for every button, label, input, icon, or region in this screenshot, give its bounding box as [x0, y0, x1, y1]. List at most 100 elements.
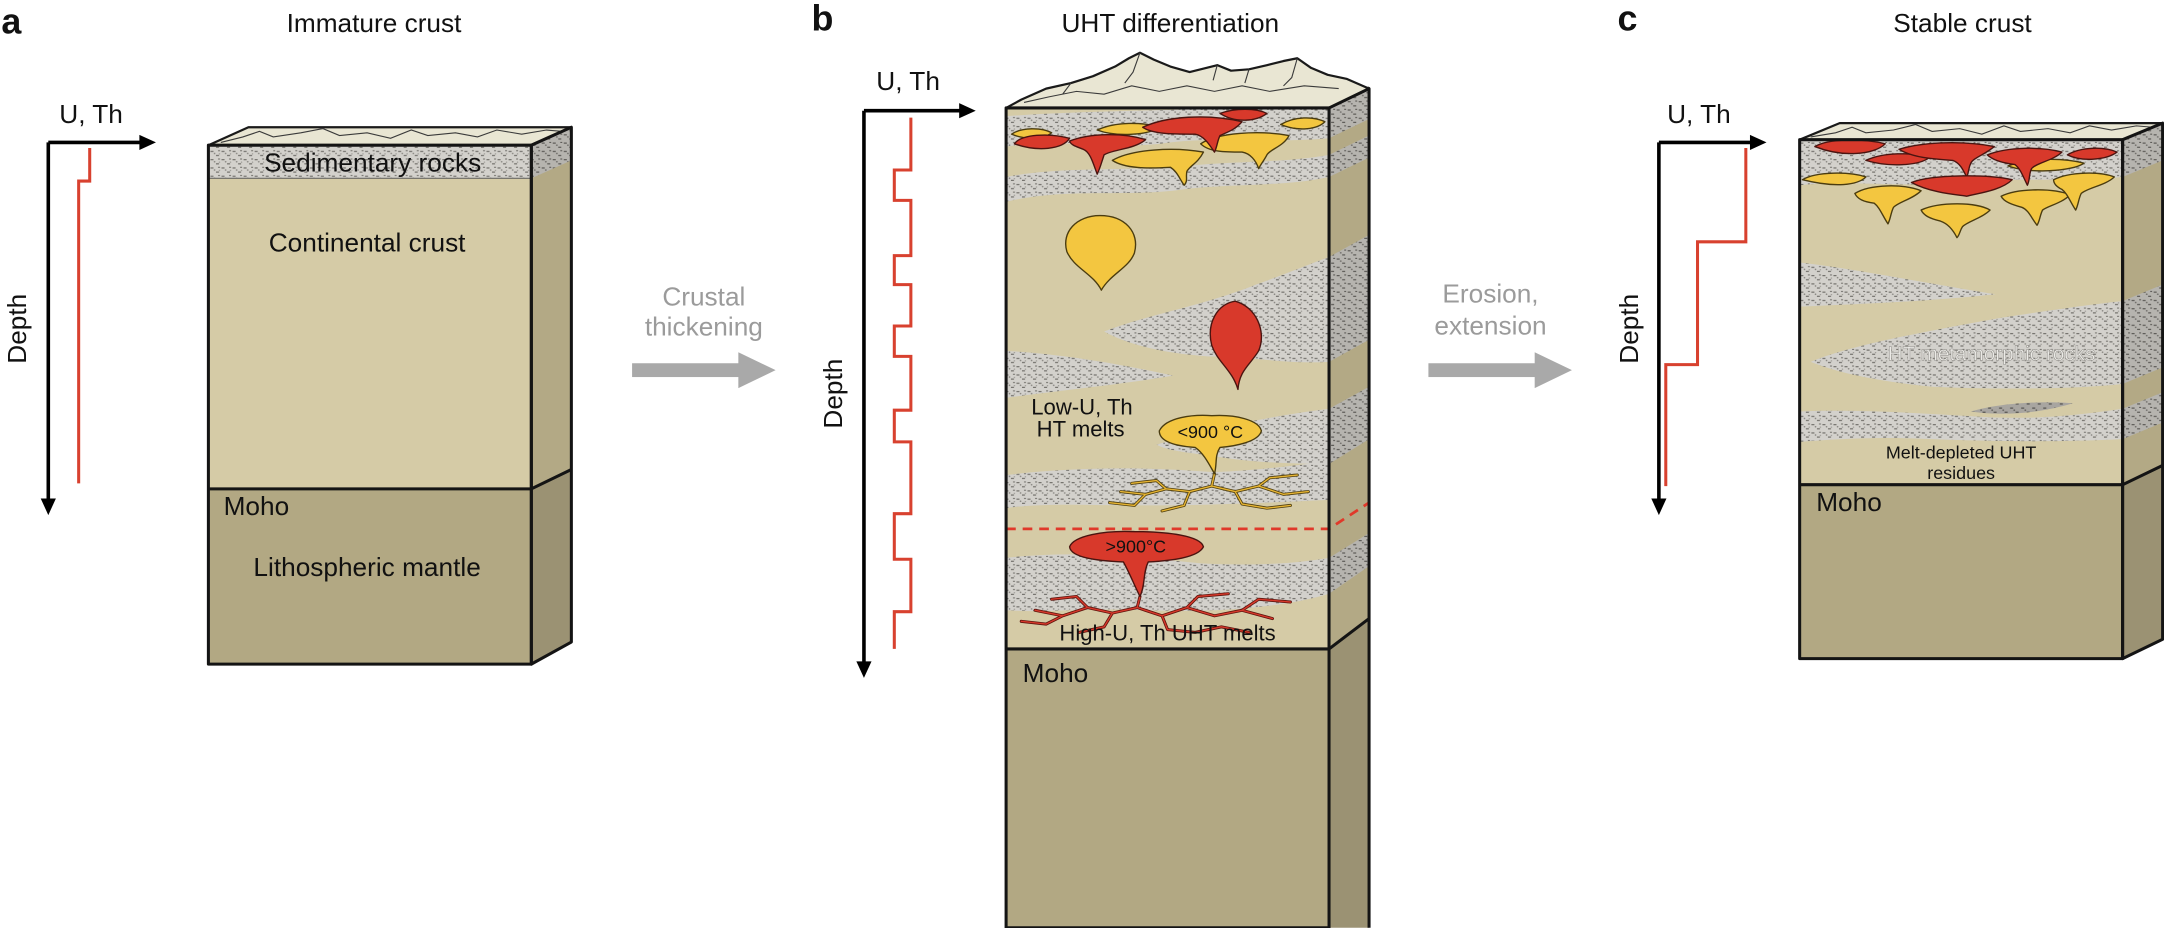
- panel-c-letter: c: [1617, 0, 1637, 39]
- panel-a-title: Immature crust: [287, 8, 463, 38]
- red-melt-sill: [2066, 147, 2118, 160]
- yellow-melt-sill: [2000, 189, 2071, 226]
- panel-b-ht-melts-label-line-1: Low-U, Th: [1031, 394, 1132, 419]
- panel-b-rock-band-upper: [1006, 154, 1330, 202]
- panel-a-letter: a: [1, 1, 22, 41]
- panel-a-mantle-side-face: [531, 469, 572, 665]
- red-melt-sill: [1910, 175, 2013, 197]
- yellow-melt-sill: [1199, 132, 1290, 170]
- red-melt-sill: [1068, 133, 1147, 175]
- transition-1-label-line-1: Crustal: [662, 281, 745, 311]
- transition-1-label-line-2: thickening: [645, 312, 763, 342]
- panel-a-u-th-depth-axes: U, Th Depth: [2, 99, 156, 516]
- panel-a-mantle-label: Lithospheric mantle: [253, 552, 480, 582]
- panel-c-surface-ridges: [1810, 123, 2154, 138]
- panel-c-residues-label-line-2: residues: [1927, 463, 1995, 483]
- panel-b-u-th-depth-axes: U, Th Depth: [818, 66, 976, 678]
- panel-b-side-rock-band: [1329, 386, 1370, 464]
- panel-b-uht-melts-label: High-U, Th UHT melts: [1059, 621, 1275, 646]
- panel-c-y-axis-label: Depth: [1614, 294, 1644, 364]
- panel-b-crust-block: Low-U, Th HT melts <900 °C >900°C High-U…: [1004, 51, 1371, 928]
- panel-b-rock-lens-left: [1006, 350, 1174, 398]
- ht-melt-veins: [1108, 472, 1310, 513]
- yellow-melt-sill: [2052, 172, 2116, 211]
- panel-a-continental-crust-layer: [208, 145, 532, 489]
- panel-b-mantle-side-face: [1329, 618, 1370, 928]
- transition-2-arrowhead: [1534, 352, 1572, 389]
- panel-b-rock-band-deep: [1006, 554, 1330, 612]
- panel-a: a Immature crust U, Th Depth Sedimentary…: [1, 1, 573, 666]
- panel-a-sediment-label: Sedimentary rocks: [264, 147, 481, 177]
- panel-c: c Stable crust U, Th Depth: [1614, 0, 2164, 661]
- panel-a-y-arrowhead: [40, 498, 56, 516]
- panel-c-side-rock-band: [2122, 284, 2163, 384]
- transition-2-arrow-shaft: [1428, 363, 1537, 378]
- panel-b-ht-melts-label-line-2: HT melts: [1037, 416, 1125, 441]
- panel-b-mountain-ridges: [1023, 52, 1339, 103]
- panel-c-moho-label: Moho: [1816, 487, 1882, 517]
- panel-b-title: UHT differentiation: [1062, 8, 1280, 38]
- panel-c-upper-crust-granites: [1801, 139, 2118, 239]
- panel-b-side-rock-band: [1329, 135, 1370, 177]
- panel-b-u-th-profile-line: [892, 117, 913, 649]
- panel-a-crust-side-face: [531, 127, 572, 489]
- transition-2-label-line-2: extension: [1434, 310, 1546, 340]
- panel-b-x-arrowhead: [959, 103, 976, 119]
- yellow-melt-diapir: [1065, 214, 1137, 291]
- transition-1-arrowhead: [738, 352, 776, 389]
- panel-c-residue-lens-dark: [1970, 402, 2073, 414]
- panel-b-side-rock-band: [1329, 234, 1370, 362]
- panel-b-moho-boundary: [1006, 617, 1370, 651]
- panel-a-x-arrowhead: [139, 134, 156, 151]
- red-melt-diapir: [1209, 300, 1263, 391]
- yellow-melt-sill: [1280, 117, 1326, 130]
- panel-c-title: Stable crust: [1893, 8, 2032, 38]
- panel-a-axis-lines: [46, 140, 144, 500]
- red-melt-sill: [1142, 116, 1243, 153]
- panel-b-rock-lens-right: [1104, 256, 1330, 363]
- panel-b: b UHT differentiation U, Th Depth: [812, 0, 1371, 928]
- panel-a-u-th-profile-line: [77, 147, 92, 484]
- panel-b-rock-band-lower: [1006, 461, 1330, 509]
- panel-a-top-surface: [207, 126, 573, 147]
- panel-c-y-arrowhead: [1651, 498, 1667, 516]
- panel-a-surface-ridges: [220, 128, 564, 143]
- panel-c-lithospheric-mantle-layer: [1799, 484, 2123, 659]
- panel-b-lithospheric-mantle-layer: [1006, 648, 1330, 928]
- transition-arrow-1: Crustal thickening: [632, 281, 776, 389]
- panel-c-side-rock-band: [2122, 392, 2163, 440]
- panel-a-moho-label: Moho: [224, 491, 290, 521]
- ht-melt-pocket: [1158, 414, 1263, 475]
- red-melt-sill: [1986, 147, 2063, 186]
- panel-a-crust-label: Continental crust: [269, 227, 466, 257]
- panel-c-rock-lens-upper: [1799, 262, 1996, 307]
- panel-a-y-axis-label: Depth: [2, 294, 32, 364]
- panel-c-residue-band: [1799, 408, 2123, 442]
- panel-c-ht-metamorphic-rock-lens: [1810, 301, 2123, 389]
- panel-b-letter: b: [812, 0, 834, 39]
- panel-c-crust-block: HT metamorphic rocks Melt-depleted UHT r…: [1798, 121, 2164, 661]
- panel-c-mantle-side-face: [2122, 465, 2163, 659]
- panel-c-x-arrowhead: [1749, 134, 1767, 151]
- panel-b-moho-label: Moho: [1023, 658, 1089, 688]
- panel-b-axis-lines: [862, 108, 964, 663]
- panel-b-side-outline: [1328, 87, 1371, 928]
- panel-c-u-th-profile-line: [1664, 147, 1748, 487]
- panel-b-side-rock-band: [1329, 533, 1370, 594]
- panel-a-crust-block: Sedimentary rocks Continental crust Moho…: [206, 125, 573, 666]
- panel-a-sediment-side-face: [531, 127, 572, 179]
- panel-b-x-axis-label: U, Th: [876, 66, 940, 96]
- panel-a-x-axis-label: U, Th: [59, 99, 123, 129]
- panel-a-sedimentary-layer: [208, 145, 532, 179]
- panel-c-u-th-depth-axes: U, Th Depth: [1614, 99, 1767, 516]
- panel-c-axis-lines: [1657, 140, 1753, 500]
- panel-b-shallow-melt-sills: [1010, 108, 1326, 186]
- uht-melt-pocket: [1068, 530, 1205, 598]
- uht-melt-veins: [1019, 592, 1292, 634]
- red-melt-sill: [1219, 108, 1268, 121]
- red-melt-sill: [1013, 134, 1071, 150]
- transition-2-label-line-1: Erosion,: [1442, 279, 1538, 309]
- yellow-melt-sill: [1801, 172, 1867, 186]
- panel-a-moho-boundary: [208, 468, 573, 491]
